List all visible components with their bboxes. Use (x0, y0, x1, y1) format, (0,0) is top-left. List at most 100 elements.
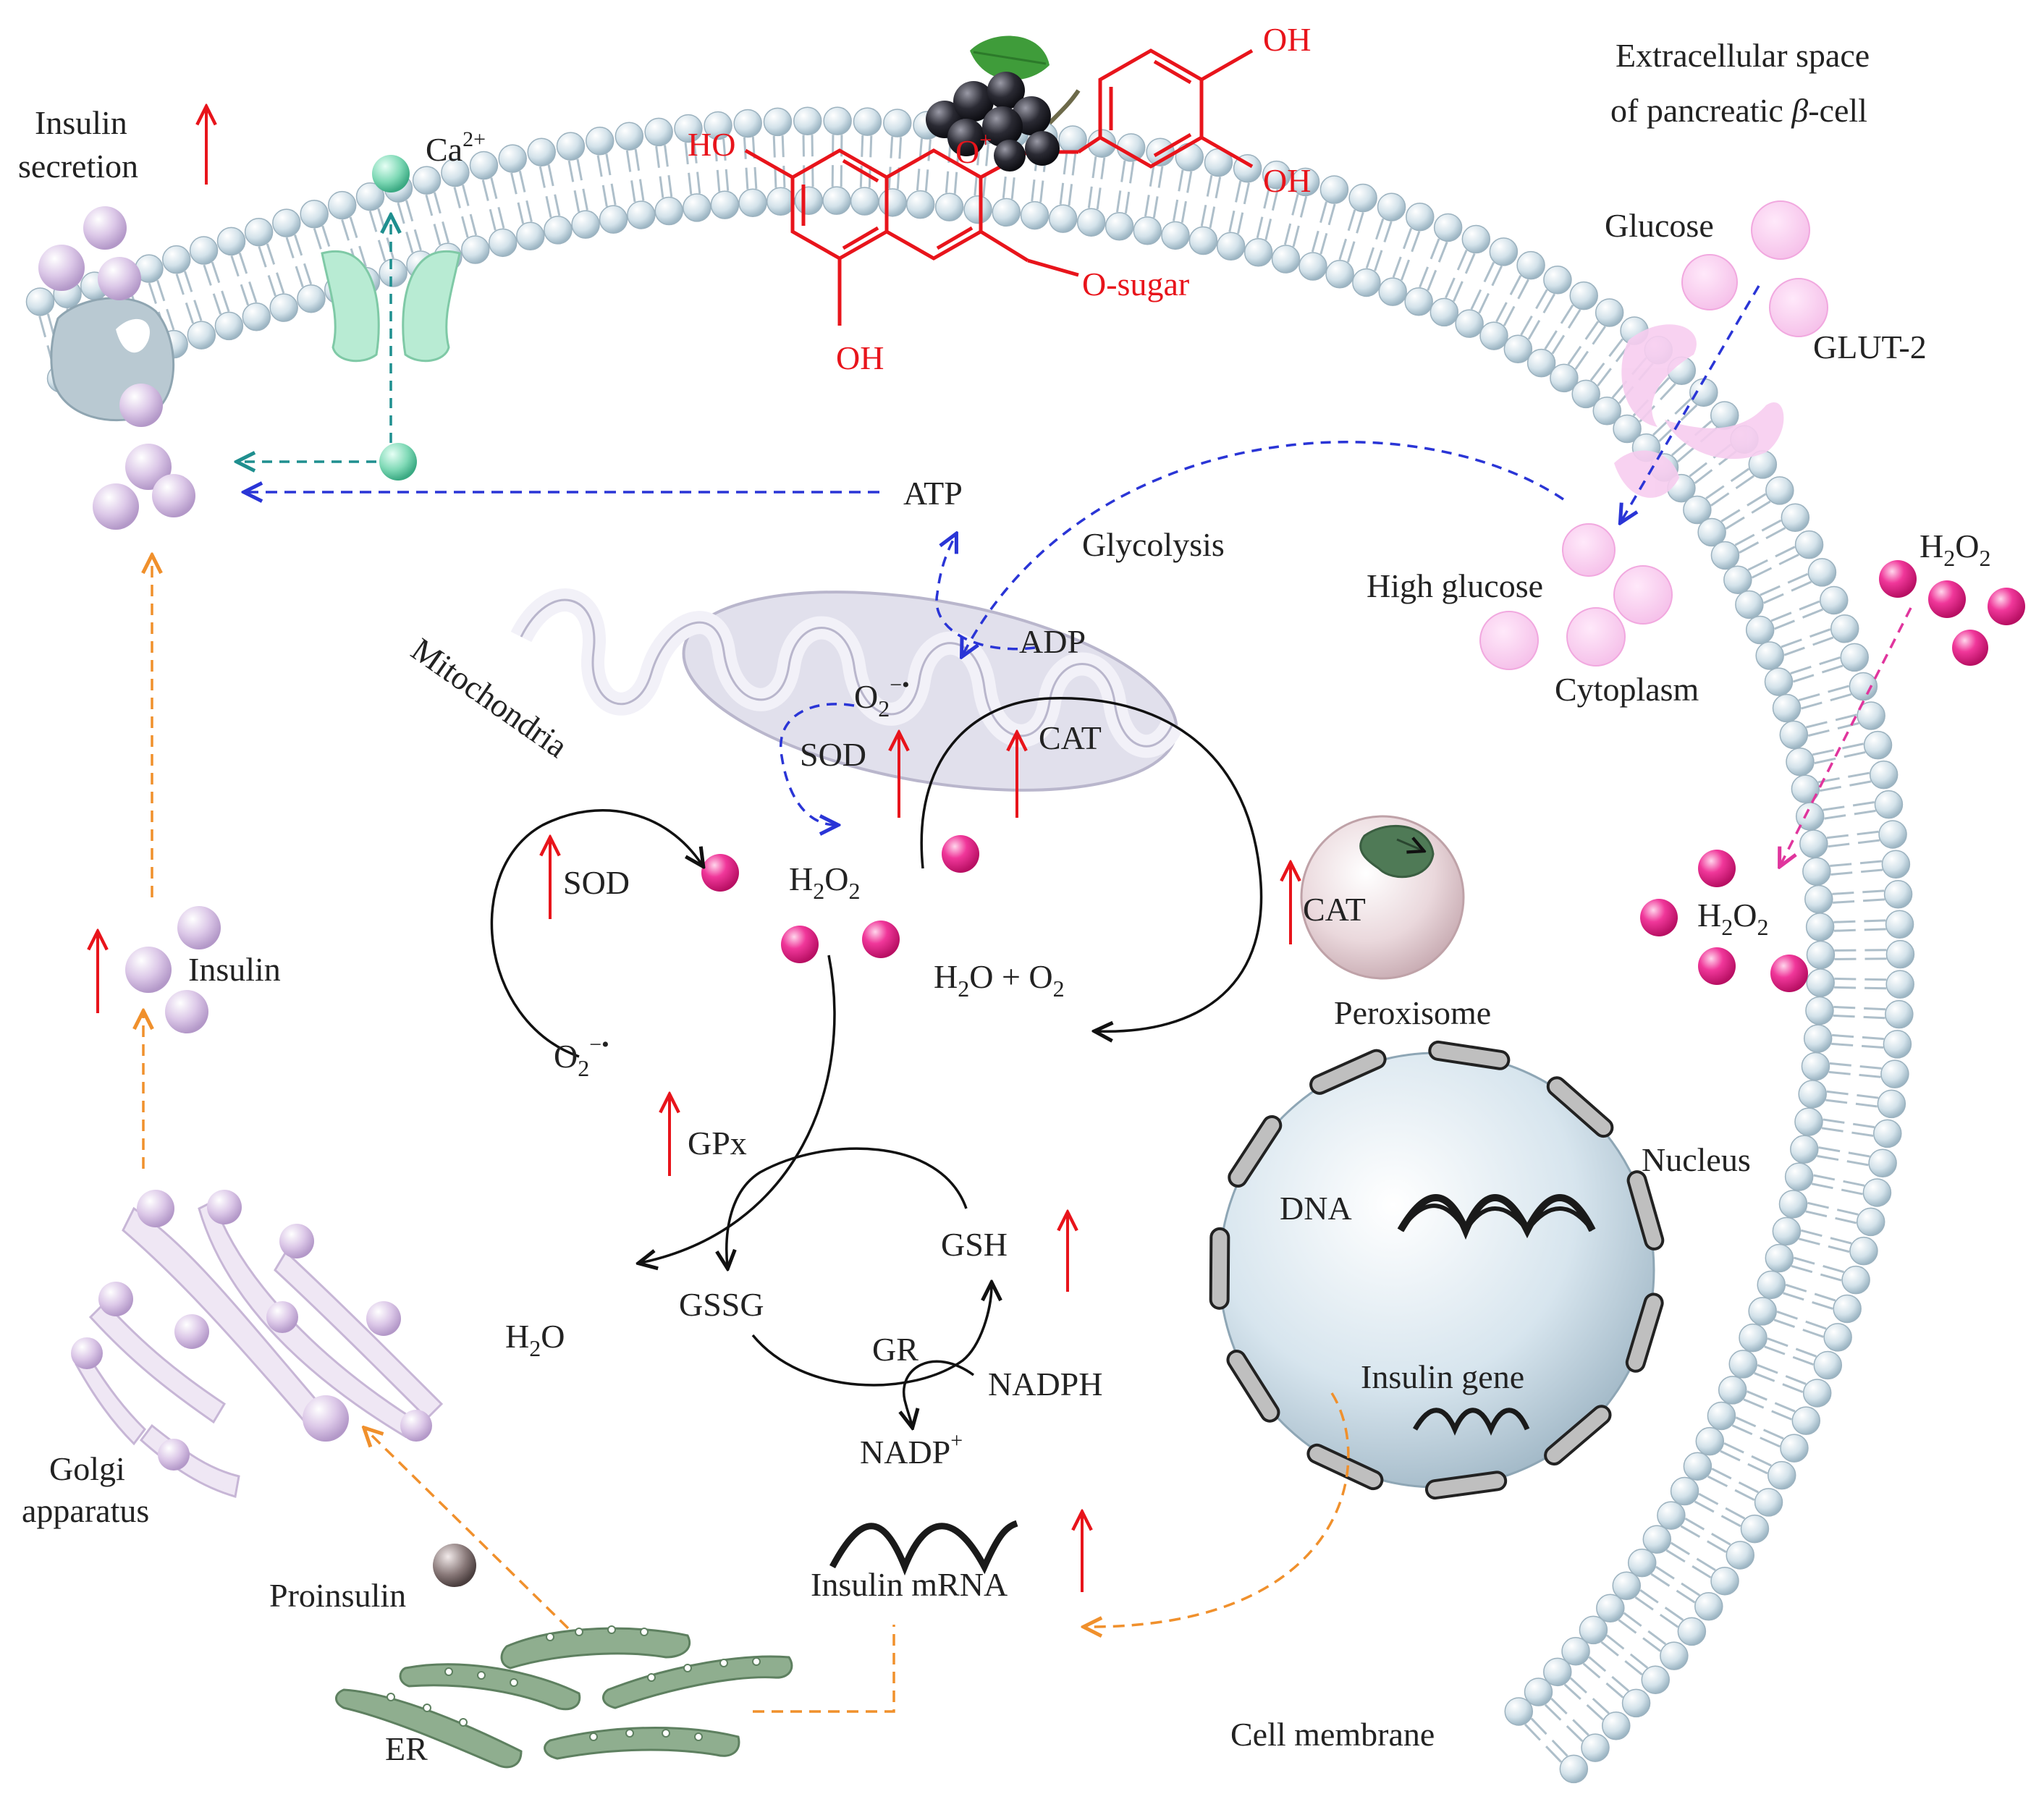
lipid-head (850, 187, 879, 216)
lipid-head (1813, 1350, 1843, 1380)
lipid-tail (1830, 693, 1852, 702)
lipid-tail (1801, 701, 1823, 710)
lipid-tail (1574, 350, 1589, 371)
lipid-head (1697, 517, 1726, 547)
lipid-tail (1725, 516, 1745, 530)
lipid-tail (1857, 1093, 1879, 1099)
lipid-head (1757, 1270, 1786, 1300)
lipid-tail (725, 169, 730, 191)
lipid-tail (1832, 892, 1854, 895)
lipid-tail (1835, 1217, 1857, 1224)
lipid-tail (1809, 628, 1831, 638)
golgi-apparatus (75, 1199, 444, 1498)
lipid-tail (1720, 509, 1741, 522)
lipid-head (1677, 1617, 1707, 1646)
lipid-head (905, 190, 935, 219)
lipid-tail (667, 174, 673, 198)
lipid-tail (1799, 600, 1820, 611)
lipid-tail (1862, 889, 1885, 894)
dashed-pathway-arrows (143, 217, 1912, 1713)
lipid-tail (1629, 1653, 1649, 1669)
lipid-tail (573, 190, 580, 212)
lipid-head (1805, 913, 1835, 942)
nuclear-pore (1626, 1170, 1665, 1251)
lipid-tail (1347, 209, 1356, 232)
nuclear-pore (1625, 1292, 1664, 1373)
calcium-label: Ca2+ (426, 127, 486, 168)
lipid-head (1348, 183, 1377, 213)
lipid-tail (240, 284, 250, 306)
lipid-head (1799, 829, 1828, 858)
lipid-tail (1757, 1363, 1778, 1374)
lipid-tail (489, 208, 497, 231)
lipid-head (934, 192, 964, 221)
lipid-tail (1830, 863, 1852, 868)
lipid-head (1723, 565, 1752, 594)
lipid-tail (547, 164, 554, 187)
glucose-label: Glucose (1605, 207, 1714, 244)
lipid-head (1883, 879, 1913, 909)
lipid-tail (518, 170, 526, 192)
lipid-head (1595, 298, 1624, 327)
lipid-tail (1739, 541, 1760, 554)
lipid-head (1755, 641, 1784, 670)
lipid-tail (1100, 157, 1106, 179)
lipid-head (1885, 999, 1914, 1029)
lipid-tail (1120, 160, 1126, 182)
lipid-head (1377, 192, 1406, 221)
lipid-tail (1802, 1329, 1824, 1338)
lipid-tail (1791, 580, 1812, 592)
h2o2-label-extracellular: H2O2 (1920, 528, 1990, 571)
lipid-head (1805, 996, 1834, 1025)
lipid-tail (1823, 805, 1845, 811)
lipid-head (1543, 1657, 1572, 1687)
lipid-tail (630, 180, 636, 203)
lipid-tail (1592, 326, 1606, 345)
lipid-head (1798, 1080, 1827, 1109)
lipid-tail (1509, 274, 1522, 295)
lipid-tail (1411, 231, 1421, 253)
cytoplasm-label: Cytoplasm (1555, 671, 1699, 708)
lipid-head (1849, 672, 1878, 701)
lipid-tail (1374, 218, 1385, 240)
lipid-tail (1642, 1637, 1661, 1652)
lipid-tail (1821, 664, 1844, 674)
extracellular-label-line1: Extracellular space (1616, 37, 1870, 74)
lipid-tail (1859, 1073, 1881, 1078)
lipid-head (1790, 1135, 1819, 1164)
er-ribosomes (387, 1625, 761, 1741)
lipid-tail (193, 300, 203, 321)
lipid-tail (185, 302, 195, 324)
insulin-secretion-label-line2: secretion (18, 148, 138, 185)
lipid-tail (898, 137, 903, 159)
lipid-tail (1572, 1719, 1589, 1736)
lipid-head (1739, 1323, 1768, 1353)
lipid-tail (1427, 269, 1437, 291)
lipid-head (1764, 667, 1794, 696)
lipid-head (1806, 968, 1835, 997)
lipid-tail (1582, 1662, 1601, 1679)
lipid-tail (1319, 232, 1328, 255)
lipid-tail (781, 135, 785, 158)
lipid-tail (664, 145, 669, 167)
lipid-tail (1338, 238, 1348, 261)
lipid-head (1621, 1688, 1651, 1718)
lipid-tail (1605, 1682, 1624, 1698)
lipid-tail (684, 142, 689, 165)
lipid-head (1877, 1089, 1906, 1119)
lipid-tail (1818, 1146, 1841, 1153)
lipid-tail (1608, 338, 1623, 357)
lipid-tail (982, 174, 987, 197)
lipid-head (1765, 1243, 1794, 1273)
lipid-tail (1639, 1589, 1659, 1604)
lipid-head (1602, 1712, 1631, 1740)
superoxide-label: O2−• (554, 1033, 609, 1081)
lipid-tail (1859, 1065, 1882, 1070)
lipid-tail (1764, 1345, 1786, 1355)
lipid-head (704, 111, 732, 140)
nucleus-label: Nucleus (1642, 1141, 1751, 1178)
lipid-tail (1684, 1518, 1705, 1531)
lipid-tail (605, 153, 612, 176)
lipid-head (1561, 1637, 1590, 1666)
lipid-tail (1807, 729, 1830, 737)
